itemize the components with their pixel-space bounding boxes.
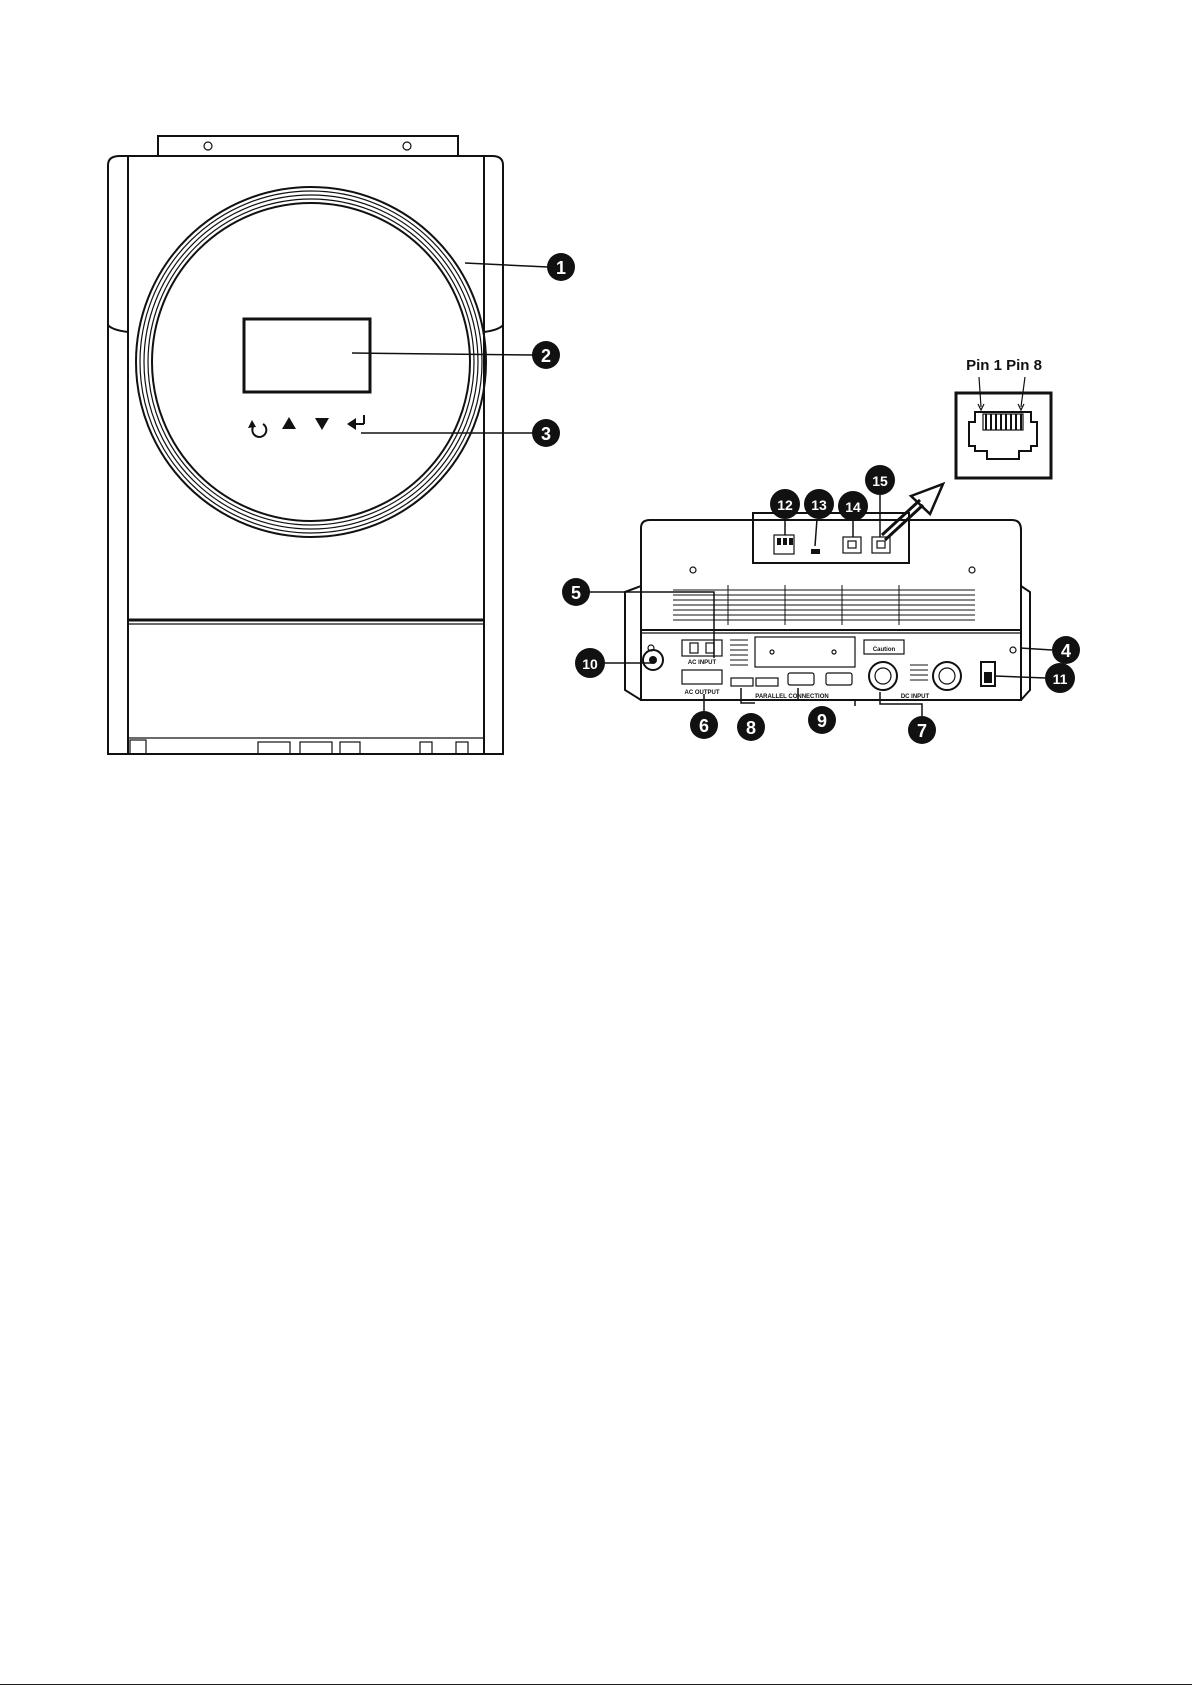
pin1-label: Pin 1	[966, 357, 1002, 374]
down-key-icon	[315, 418, 329, 430]
led-ring	[136, 187, 486, 537]
svg-text:8: 8	[746, 718, 756, 738]
svg-text:11: 11	[1053, 671, 1068, 687]
ac-input-text: AC INPUT	[688, 660, 717, 666]
usb-port	[811, 549, 820, 554]
ac-output-terminal	[682, 670, 722, 684]
front-view	[108, 136, 503, 754]
callout-7: 7	[908, 716, 936, 744]
callout-14: 14	[838, 491, 868, 521]
touch-keys	[248, 415, 364, 437]
callout-2: 2	[532, 341, 560, 369]
svg-text:15: 15	[872, 473, 888, 489]
battery-terminal-neg	[869, 662, 897, 690]
current-sharing-port	[731, 678, 753, 686]
battery-terminal-pos	[933, 662, 961, 690]
lcd-display	[244, 319, 370, 392]
dc-input-text: DC INPUT	[901, 694, 930, 700]
parallel-text: PARALLEL CONNECTION	[755, 694, 828, 700]
rj45-detail: Pin 1 Pin 8	[956, 357, 1051, 478]
callout-9: 9	[808, 706, 836, 734]
rs232-port	[843, 537, 861, 553]
svg-text:10: 10	[582, 656, 598, 672]
callout-5: 5	[562, 578, 590, 606]
up-key-icon	[282, 417, 296, 429]
svg-text:2: 2	[541, 346, 551, 366]
svg-text:13: 13	[811, 497, 827, 513]
svg-text:7: 7	[917, 721, 927, 741]
esc-key-icon	[248, 420, 266, 437]
svg-text:4: 4	[1061, 641, 1071, 661]
callout-4: 4	[1052, 636, 1080, 664]
callout-10: 10	[575, 648, 605, 678]
pin8-label: Pin 8	[1006, 357, 1042, 374]
leader-lines	[352, 263, 1052, 716]
callout-3: 3	[532, 419, 560, 447]
svg-text:3: 3	[541, 424, 551, 444]
callout-12: 12	[770, 489, 800, 519]
enter-key-icon	[347, 415, 364, 430]
rear-view: Caution AC INPUT AC OUTPUT PARALLEL CONN…	[625, 513, 1030, 700]
caution-text: Caution	[873, 647, 896, 653]
parallel-port-b	[826, 673, 852, 685]
svg-text:9: 9	[817, 711, 827, 731]
callout-1: 1	[547, 253, 575, 281]
callout-6: 6	[690, 711, 718, 739]
callout-13: 13	[804, 489, 834, 519]
svg-text:6: 6	[699, 716, 709, 736]
vent-grille	[673, 585, 975, 625]
mounting-bracket	[158, 136, 458, 156]
callout-11: 11	[1045, 663, 1075, 693]
svg-text:5: 5	[571, 583, 581, 603]
ac-input-terminal	[682, 640, 722, 656]
callout-15: 15	[865, 465, 895, 495]
svg-text:1: 1	[556, 258, 566, 278]
callout-8: 8	[737, 713, 765, 741]
svg-text:12: 12	[777, 497, 793, 513]
parallel-port-a	[788, 673, 814, 685]
ac-output-text: AC OUTPUT	[685, 690, 720, 696]
svg-text:14: 14	[845, 499, 861, 515]
